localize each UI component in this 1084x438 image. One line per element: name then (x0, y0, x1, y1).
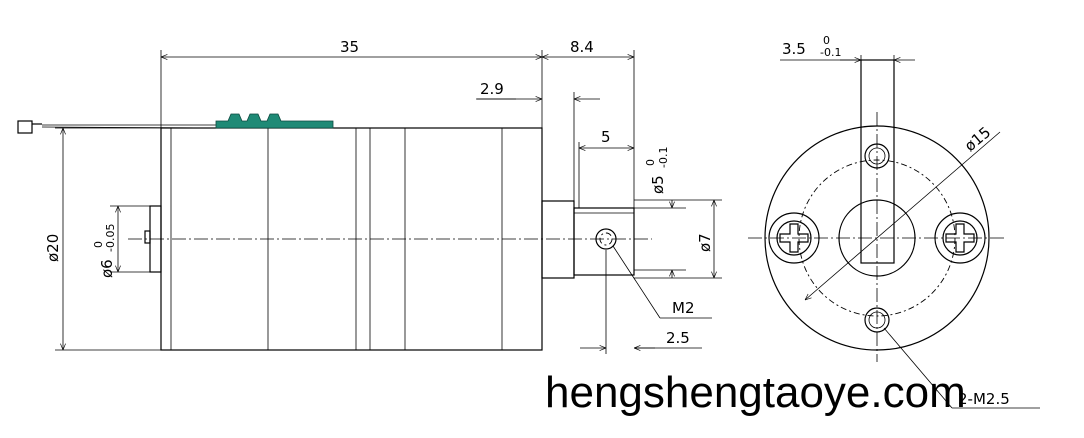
dim-length: 35 (340, 38, 359, 56)
end-view: ø15 3.5 0 -0.1 2-M2.5 (748, 34, 1040, 409)
dim-phi5-lower: -0.1 (657, 147, 670, 168)
watermark: hengshengtaoye.com (545, 368, 966, 417)
dim-shaft-len: 8.4 (570, 38, 594, 56)
side-dimensions: 35 8.4 2.9 5 ø5 0 -0.1 ø7 (44, 38, 722, 354)
dim-w35-lower: -0.1 (820, 46, 841, 59)
dim-phi6-upper: 0 (92, 241, 105, 248)
dim-flat-offset: 2.9 (480, 80, 504, 98)
screw-left (768, 212, 820, 264)
dim-phi6-lower: -0.05 (104, 224, 117, 252)
dim-screw: 2-M2.5 (958, 390, 1010, 408)
dim-flat-len: 5 (601, 128, 611, 146)
dim-phi7: ø7 (696, 233, 714, 252)
side-view (17, 113, 652, 351)
dim-w35-upper: 0 (823, 34, 830, 47)
hole-bottom (864, 307, 890, 333)
dim-25: 2.5 (666, 329, 690, 347)
hole-top (864, 143, 890, 169)
dim-phi6: ø6 (98, 259, 116, 278)
dim-w35: 3.5 (782, 40, 806, 58)
screw-right (934, 212, 986, 264)
pcb-connector (215, 113, 334, 129)
dim-phi20: ø20 (44, 234, 62, 262)
wire-terminal (17, 120, 33, 134)
dim-phi15: ø15 (961, 123, 994, 155)
dim-phi5-upper: 0 (644, 159, 657, 166)
dim-m2: M2 (672, 299, 695, 317)
output-shaft (573, 207, 635, 276)
dim-phi5: ø5 (649, 175, 667, 194)
shaft-flat (860, 59, 895, 264)
front-hub (541, 200, 575, 279)
